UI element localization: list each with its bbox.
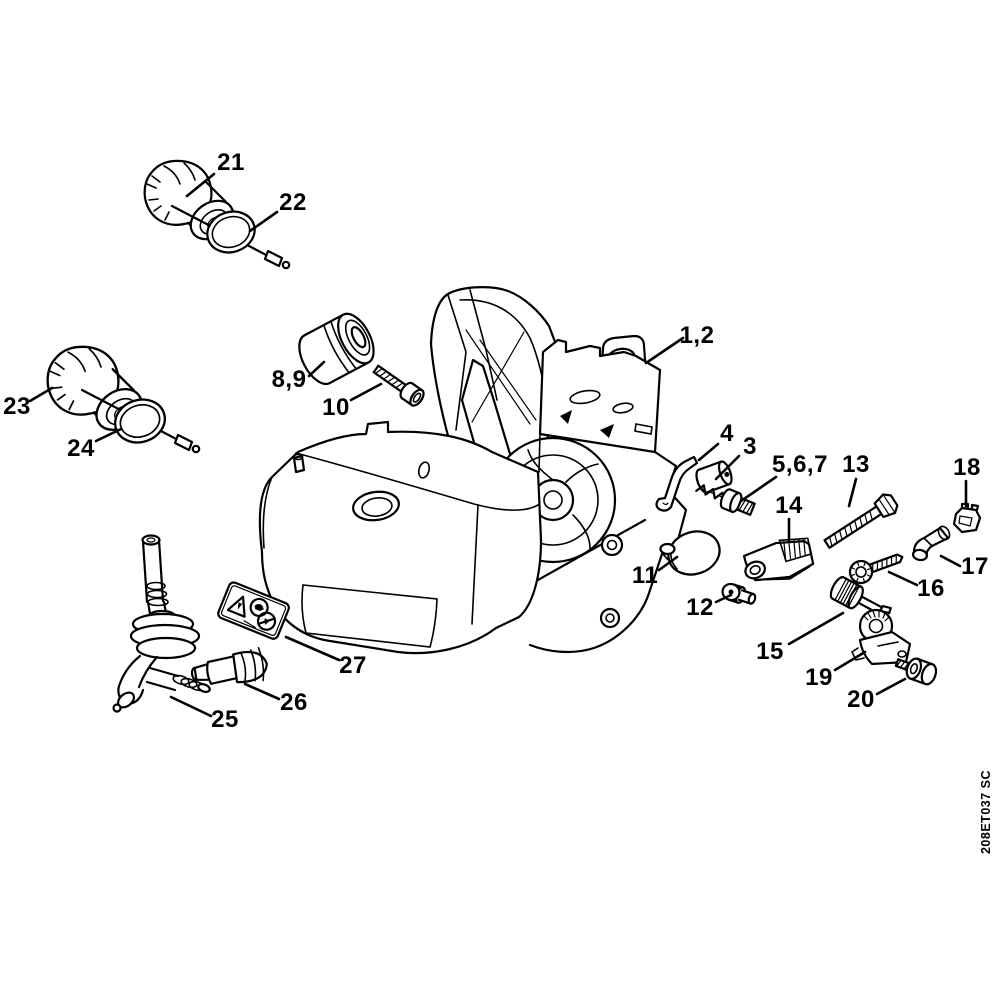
leader-16 — [887, 570, 919, 587]
leader-25 — [169, 695, 213, 718]
leader-19 — [833, 650, 867, 672]
callout-17: 17 — [961, 553, 989, 580]
callout-11: 11 — [631, 562, 659, 589]
callout-19: 19 — [805, 664, 833, 691]
leader-20 — [875, 677, 907, 696]
part-1-2-engine-housing — [258, 286, 688, 655]
leader-23 — [28, 386, 54, 403]
part-25-suction-hose — [112, 534, 211, 713]
callout-23: 23 — [3, 393, 31, 420]
leader-lines — [28, 172, 968, 718]
callout-8-9: 8,9 — [271, 366, 307, 393]
leader-27 — [284, 635, 341, 662]
leader-10 — [349, 382, 383, 402]
leader-5-6-7 — [739, 475, 778, 503]
part-8-9-annular-buffer — [298, 312, 375, 386]
part-16-screw — [848, 553, 904, 585]
part-12-plug — [721, 582, 757, 605]
callout-4: 4 — [720, 420, 734, 447]
part-26-pickup-body — [190, 647, 268, 685]
callout-12: 12 — [686, 594, 714, 621]
part-17-elbow-connector — [911, 525, 951, 562]
leader-8-9 — [307, 360, 326, 378]
part-20-screw — [894, 657, 938, 686]
part-14-bracket — [742, 537, 815, 582]
leader-13 — [847, 477, 858, 508]
part-13-screw — [823, 493, 899, 549]
part-3-plug — [695, 460, 733, 494]
leader-3 — [714, 454, 741, 481]
leader-17 — [939, 554, 962, 568]
callout-16: 16 — [917, 575, 945, 602]
leader-24 — [94, 427, 123, 443]
callout-27: 27 — [339, 652, 367, 679]
part-5-6-7-valve-assembly — [695, 484, 756, 516]
callout-13: 13 — [842, 451, 870, 478]
callout-10: 10 — [322, 394, 350, 421]
leader-4 — [697, 442, 720, 462]
callout-24: 24 — [67, 435, 95, 462]
leader-21 — [185, 172, 216, 198]
callout-22: 22 — [279, 189, 307, 216]
leader-12 — [714, 593, 733, 604]
leader-22 — [248, 210, 279, 233]
callout-3: 3 — [743, 433, 757, 460]
leader-15 — [787, 611, 845, 646]
callout-25: 25 — [211, 706, 239, 733]
callout-20: 20 — [847, 686, 875, 713]
part-15-adjusting-screw — [829, 576, 892, 622]
part-18-clip — [952, 502, 982, 534]
leader-1-2 — [644, 336, 685, 365]
callout-14: 14 — [775, 492, 803, 519]
diagram-code: 208ET037 SC — [979, 769, 993, 855]
part-4-hook — [655, 455, 699, 512]
part-11-cover — [659, 530, 721, 576]
callout-1-2: 1,2 — [679, 322, 715, 349]
callout-18: 18 — [953, 454, 981, 481]
part-27-information-label — [217, 581, 290, 640]
callout-21: 21 — [217, 149, 245, 176]
leader-11 — [657, 555, 679, 572]
callout-26: 26 — [280, 689, 308, 716]
part-19-tensioner-body — [850, 608, 912, 666]
leader-26 — [243, 682, 281, 701]
callout-5-6-7: 5,6,7 — [772, 451, 828, 478]
part-10-screw — [372, 364, 425, 407]
callout-15: 15 — [756, 638, 784, 665]
